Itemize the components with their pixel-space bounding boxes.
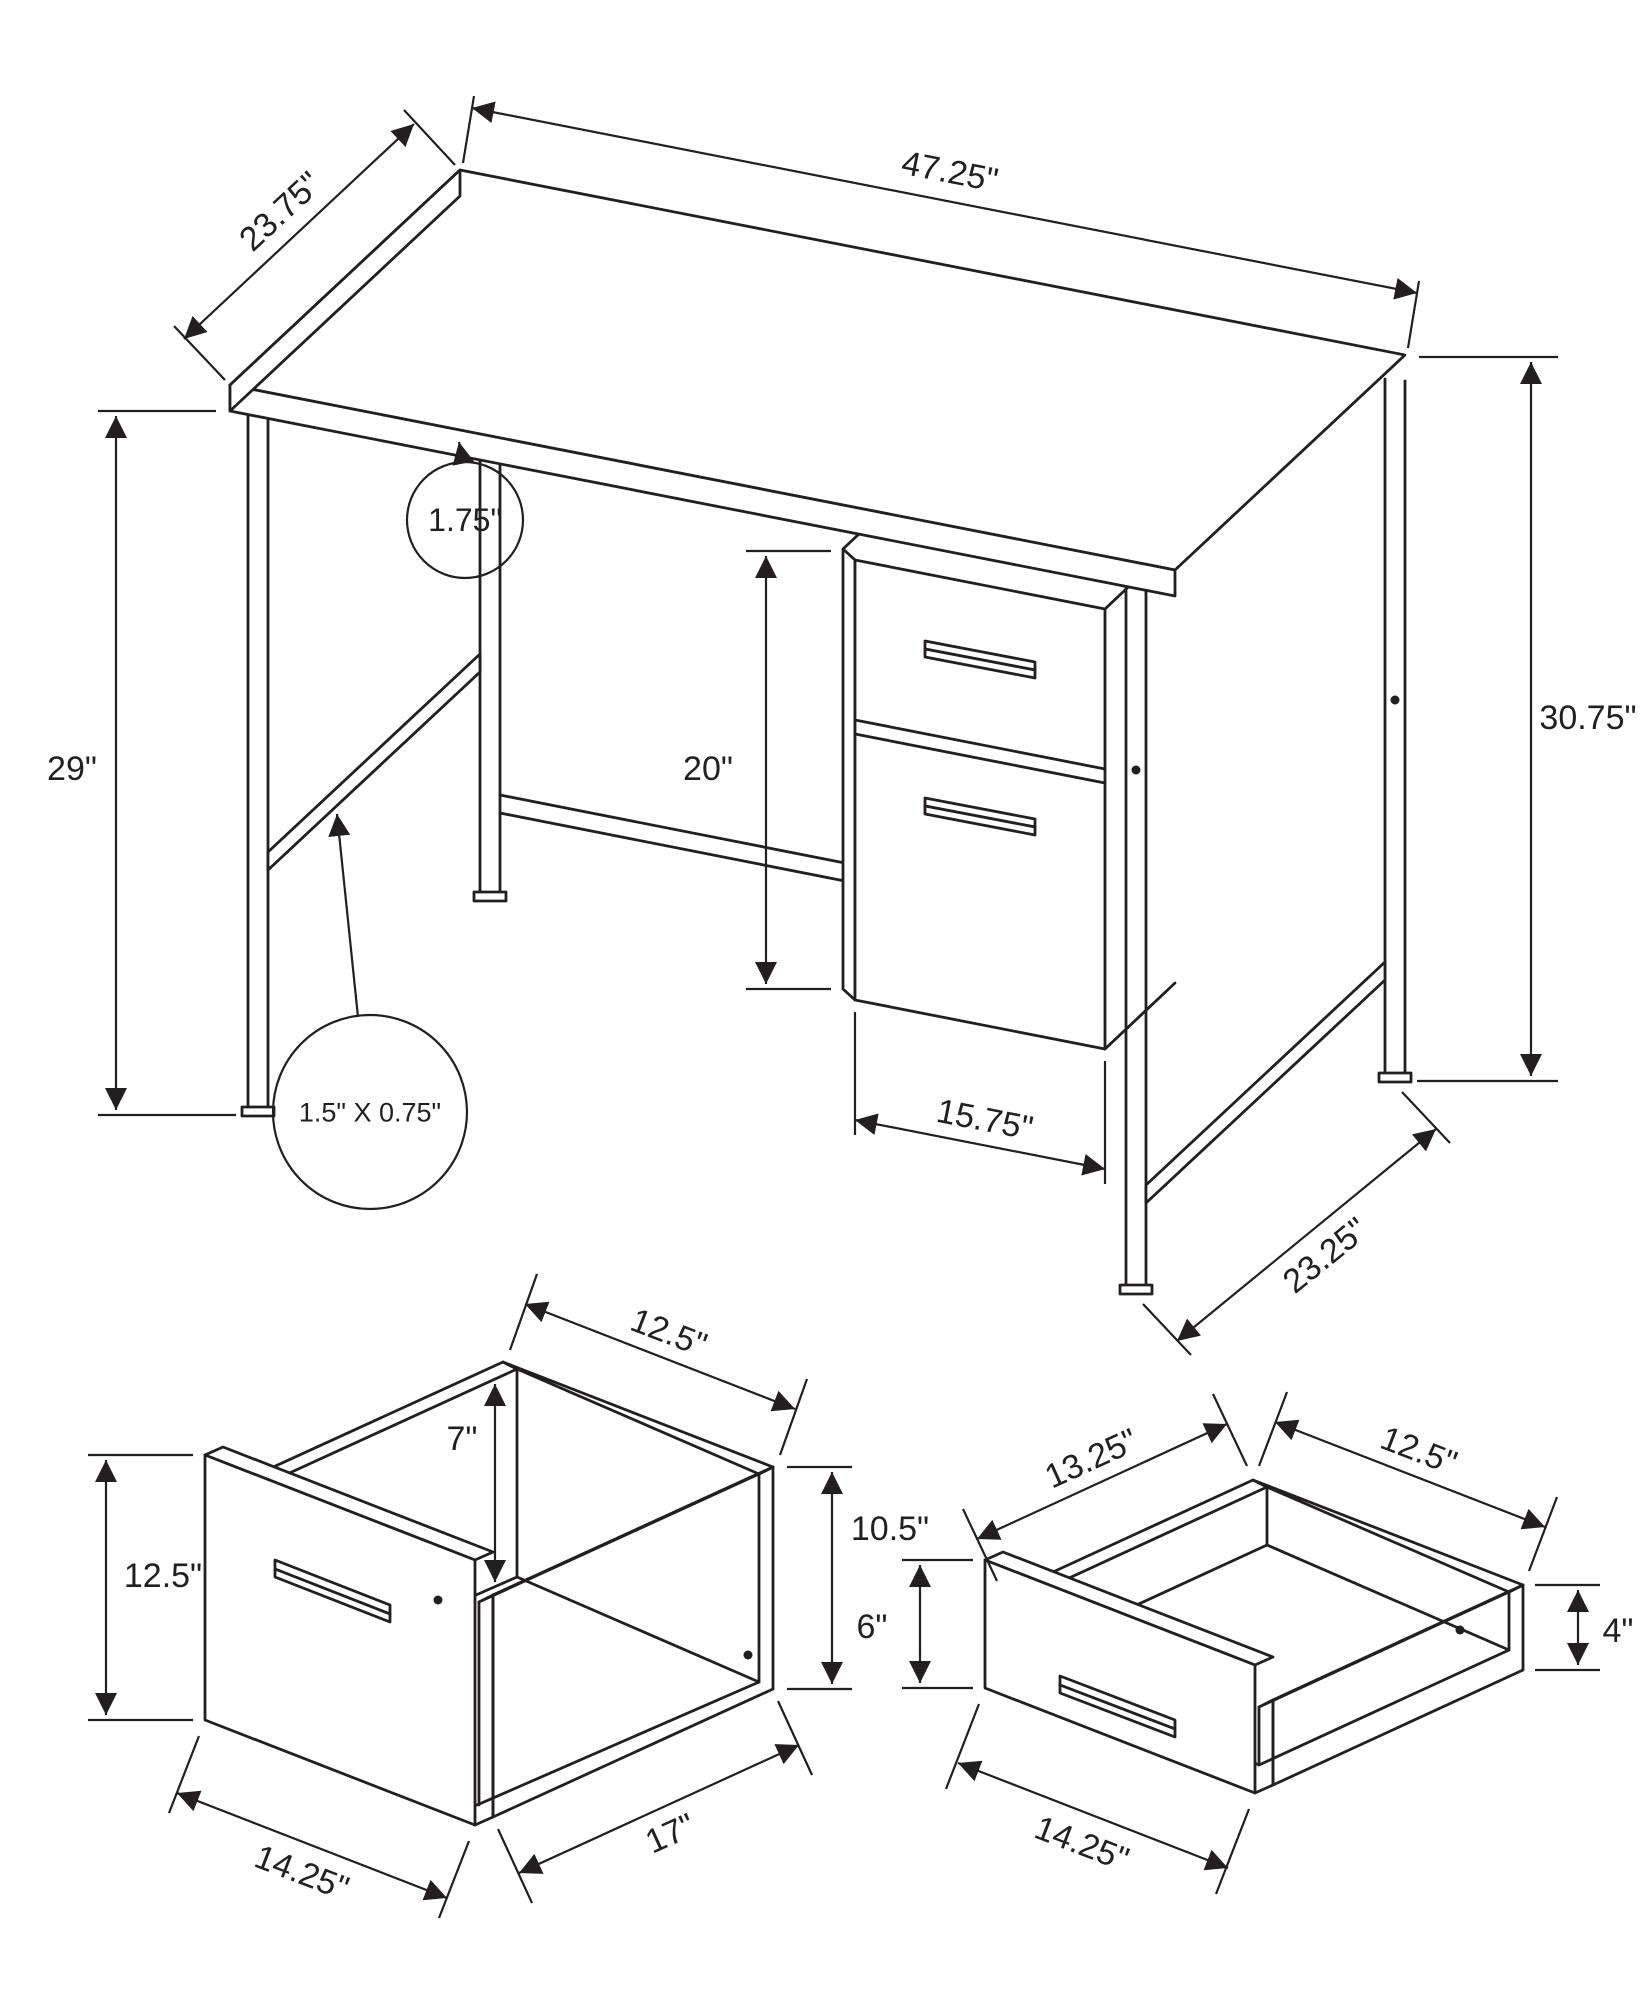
callout-label-top-thickness: 1.75": [428, 502, 502, 538]
leg-front-right: [1118, 584, 1154, 1296]
screw-dot: [743, 1650, 753, 1660]
dim-small-front-height: 6": [857, 1558, 973, 1690]
dim-file-inner-height: 7": [447, 1384, 506, 1582]
dim-small-side-height: 4": [1535, 1583, 1634, 1672]
file-drawer-handle: [273, 1558, 392, 1624]
screw-dot: [1131, 765, 1141, 775]
dim-label-small-top-width: 12.5": [1375, 1419, 1462, 1483]
dim-label-small-front-width: 14.25": [1030, 1809, 1134, 1879]
file-drawer-box: [203, 1360, 775, 1827]
drawer-pedestal: [841, 531, 1177, 1051]
dim-overall-height: 30.75": [1417, 355, 1637, 1083]
leg-back-right: [1377, 377, 1413, 1084]
dim-label-overall-height: 30.75": [1539, 699, 1636, 737]
screw-dot: [1390, 695, 1400, 705]
callout-label-leg-profile: 1.5" X 0.75": [299, 1097, 441, 1127]
desk-view: 47.25" 23.75" 1.75" 29" 20": [47, 95, 1637, 1356]
file-drawer-view: 12.5" 7" 10.5" 12.5" 14.25": [88, 1273, 929, 1919]
side-stretcher-right: [1144, 960, 1387, 1205]
dim-label-file-front-height: 12.5": [124, 1557, 202, 1595]
drawer-handle-top: [923, 639, 1037, 680]
small-drawer-box: [983, 1478, 1525, 1795]
screw-dot: [1455, 1625, 1465, 1635]
dim-label-small-front-height: 6": [857, 1608, 888, 1646]
dim-label-file-top-width: 12.5": [625, 1301, 712, 1365]
dim-base-depth: 23.25": [1142, 1091, 1451, 1356]
dim-label-file-inner-height: 7": [447, 1420, 478, 1458]
dim-label-pedestal-height: 20": [683, 750, 733, 788]
dim-label-small-side-depth: 13.25": [1039, 1421, 1143, 1496]
dim-label-top-length: 47.25": [898, 144, 1001, 200]
small-drawer-handle: [1058, 1674, 1177, 1739]
dim-label-base-depth: 23.25": [1276, 1210, 1375, 1301]
drawer-handle-bottom: [923, 796, 1037, 837]
dim-file-side-height: 10.5": [787, 1465, 929, 1691]
desktop: [228, 168, 1407, 598]
side-stretcher-left: [266, 652, 482, 872]
dim-label-file-front-width: 14.25": [250, 1838, 354, 1908]
small-drawer-view: 13.25" 12.5" 6" 4" 14.25": [857, 1391, 1634, 1895]
leg-front-left: [240, 413, 276, 1118]
dim-label-file-side-height: 10.5": [851, 1510, 929, 1548]
screw-dot: [433, 1595, 443, 1605]
dim-leg-height: 29": [47, 409, 236, 1117]
dim-file-front-height: 12.5": [88, 1453, 202, 1722]
dim-label-leg-height: 29": [47, 750, 97, 788]
dim-label-small-side-height: 4": [1603, 1612, 1634, 1650]
callout-top-thickness: 1.75": [405, 441, 525, 580]
callout-leg-profile: 1.5" X 0.75": [271, 813, 469, 1211]
back-rail: [498, 793, 857, 885]
dim-label-top-depth: 23.75": [232, 165, 329, 259]
dim-pedestal-height: 20": [683, 549, 831, 991]
